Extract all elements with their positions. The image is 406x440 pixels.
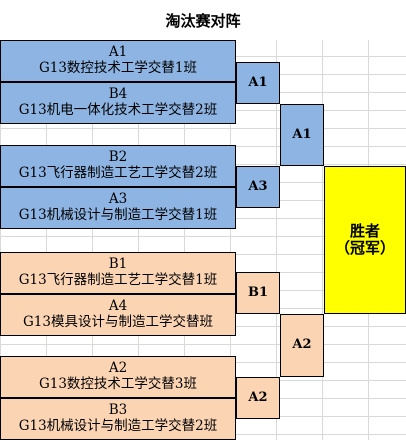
team-name: G13飞行器制造工艺工学交替1班	[18, 272, 218, 288]
team-slot-7: A2 G13数控技术工学交替3班	[0, 356, 236, 398]
team-seed: A4	[108, 298, 128, 315]
team-name: G13数控技术工学交替1班	[38, 60, 198, 76]
champion-sublabel: （冠军）	[334, 239, 395, 257]
round1-winner-4: A2	[236, 377, 280, 419]
team-name: G13机械设计与制造工学交替2班	[18, 418, 218, 434]
team-seed: A1	[108, 44, 128, 61]
team-seed: B1	[108, 256, 128, 273]
page-title: 淘汰赛对阵	[0, 0, 406, 40]
champion-label: 胜者	[349, 221, 380, 240]
team-slot-1: A1 G13数控技术工学交替1班	[0, 40, 236, 82]
team-name: G13模具设计与制造工学交替班	[23, 314, 213, 330]
team-name: G13飞行器制造工艺工学交替2班	[18, 165, 218, 181]
team-slot-2: B4 G13机电一体化技术工学交替2班	[0, 82, 236, 124]
team-seed: A3	[108, 191, 128, 208]
team-slot-6: A4 G13模具设计与制造工学交替班	[0, 294, 236, 336]
team-seed: B4	[108, 86, 128, 103]
champion-cell: 胜者 （冠军）	[324, 166, 406, 314]
team-name: G13数控技术工学交替3班	[38, 376, 198, 392]
team-seed: B3	[108, 402, 128, 419]
round2-winner-2: A2	[280, 314, 324, 377]
team-slot-3: B2 G13飞行器制造工艺工学交替2班	[0, 145, 236, 187]
team-slot-4: A3 G13机械设计与制造工学交替1班	[0, 187, 236, 229]
team-name: G13机械设计与制造工学交替1班	[18, 207, 218, 223]
round2-winner-1: A1	[280, 104, 324, 166]
team-seed: B2	[108, 149, 128, 166]
team-slot-8: B3 G13机械设计与制造工学交替2班	[0, 398, 236, 440]
round1-winner-3: B1	[236, 272, 280, 314]
round1-winner-2: A3	[236, 166, 280, 208]
round1-winner-1: A1	[236, 62, 280, 104]
team-seed: A2	[108, 360, 128, 377]
team-slot-5: B1 G13飞行器制造工艺工学交替1班	[0, 252, 236, 294]
team-name: G13机电一体化技术工学交替2班	[18, 102, 218, 118]
